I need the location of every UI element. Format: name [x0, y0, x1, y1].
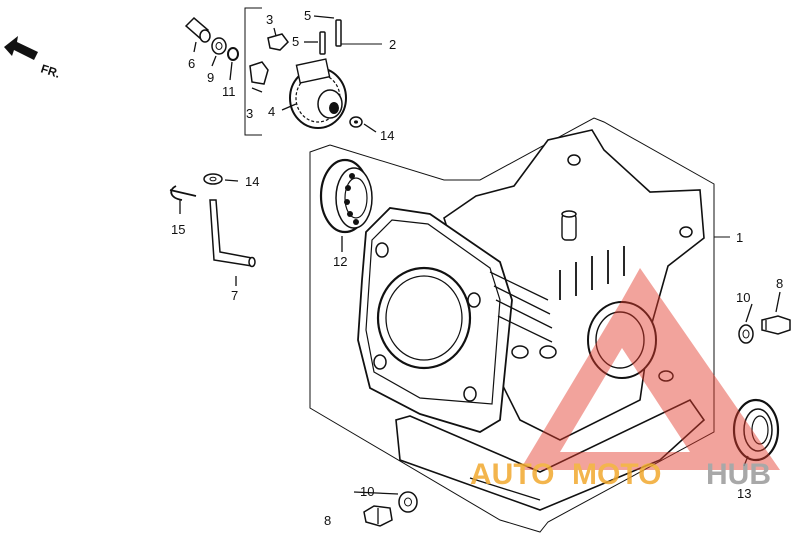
callout-14-left: 14: [245, 174, 259, 189]
callout-7: 7: [231, 288, 238, 303]
governor-slider: [249, 33, 289, 85]
crankcase: [357, 129, 706, 511]
callout-14-gear: 14: [380, 128, 394, 143]
watermark-logo: AUTO MOTO HUB: [470, 268, 780, 491]
callout-9: 9: [207, 70, 214, 85]
ball-bearing: [319, 158, 373, 252]
leader-lines: [193, 15, 781, 495]
watermark-text-moto: MOTO: [572, 458, 661, 491]
oil-seal: [732, 398, 780, 462]
callout-10-right: 10: [736, 290, 750, 305]
drain-bolt: [761, 315, 791, 335]
callout-10-bottom: 10: [360, 484, 374, 499]
governor-arm-shaft: [209, 199, 256, 286]
callout-3-holder: 3: [246, 106, 253, 121]
callout-5-upper: 5: [304, 8, 311, 23]
hair-clip: [169, 185, 197, 214]
callout-4: 4: [268, 104, 275, 119]
callout-labels: 1 2 3 3 4 5 5 6 7 8 8 9 10 10 11 12 13 1…: [171, 8, 783, 528]
crankcase-group-frame: [309, 117, 730, 533]
callout-6: 6: [188, 56, 195, 71]
front-direction-arrow-icon: [4, 36, 38, 60]
callout-15: 15: [171, 222, 185, 237]
retaining-clip: [227, 47, 239, 61]
watermark-text-auto: AUTO: [470, 458, 554, 491]
callout-13: 13: [737, 486, 751, 501]
watermark-text-hub: HUB: [706, 458, 771, 491]
callout-3-slider: 3: [266, 12, 273, 27]
governor-assembly-bracket: [244, 7, 382, 136]
governor-gear: [289, 58, 347, 129]
front-direction-label: FR.: [39, 62, 62, 81]
governor-pin: [319, 19, 342, 55]
callout-1: 1: [736, 230, 743, 245]
callout-8-bottom: 8: [324, 513, 331, 528]
drain-bolt: [363, 505, 393, 527]
callout-2: 2: [389, 37, 396, 52]
drain-washer: [738, 324, 754, 344]
callout-11: 11: [222, 84, 236, 99]
governor-arm-pin: [184, 16, 211, 43]
thrust-washer: [211, 37, 227, 55]
drain-washer: [398, 491, 418, 513]
washer: [203, 173, 239, 185]
callout-8-right: 8: [776, 276, 783, 291]
callout-12: 12: [333, 254, 347, 269]
callout-5-lower: 5: [292, 34, 299, 49]
washer: [349, 116, 377, 133]
